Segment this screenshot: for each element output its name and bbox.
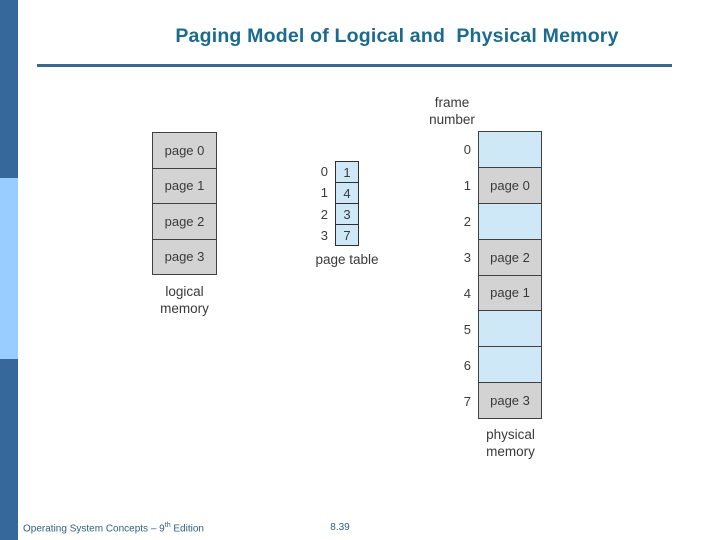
physical-memory-frame [479, 202, 541, 239]
logical-memory-caption-line: logical [165, 284, 204, 299]
physical-memory-frame: page 3 [479, 382, 541, 418]
page-table-indices: 0 1 2 3 [300, 161, 328, 246]
footer-book-prefix: Operating System Concepts – 9 [23, 523, 165, 535]
page-table-index: 3 [320, 227, 328, 243]
frame-index: 4 [463, 285, 471, 301]
frame-index: 6 [463, 357, 471, 373]
frame-number-label-line: frame [434, 95, 470, 110]
slide-title: Paging Model of Logical and Physical Mem… [175, 25, 619, 47]
sidebar-bar-bottom [0, 359, 18, 540]
frame-index: 0 [463, 141, 471, 157]
frame-index: 3 [463, 249, 471, 265]
logical-memory-cell: page 1 [153, 167, 216, 203]
physical-memory-frame [479, 132, 541, 167]
footer-edition-rest: Edition [170, 523, 204, 535]
logical-memory-cell: page 3 [153, 238, 216, 274]
logical-memory-cell: page 0 [153, 133, 216, 168]
sidebar-bar-middle [0, 178, 18, 359]
page-table-entry: 7 [336, 224, 358, 245]
logical-memory-column: page 0 page 1 page 2 page 3 [152, 132, 217, 275]
page-table-entry: 3 [336, 203, 358, 224]
logical-memory-cell: page 2 [153, 203, 216, 239]
frame-number-label: frame number [412, 95, 492, 128]
footer-book-title: Operating System Concepts – 9th Edition [23, 522, 204, 534]
physical-memory-frame [479, 346, 541, 383]
page-table-index: 0 [320, 164, 328, 180]
frame-number-label-line: number [429, 111, 475, 127]
physical-memory-caption-line: memory [486, 443, 535, 459]
page-table-caption: page table [315, 252, 379, 267]
frame-index: 5 [463, 321, 471, 337]
physical-memory-caption-line: physical [486, 427, 535, 442]
physical-memory-frame [479, 310, 541, 347]
logical-memory-caption: logical memory [147, 284, 222, 317]
page-table-entry: 1 [336, 162, 358, 182]
frame-index: 7 [463, 393, 471, 409]
physical-memory-frame: page 1 [479, 274, 541, 311]
logical-memory-caption-line: memory [160, 300, 209, 316]
frame-index: 2 [463, 213, 471, 229]
frame-index: 1 [463, 177, 471, 193]
title-underline [37, 64, 672, 67]
sidebar-bar-top [0, 0, 18, 178]
page-table-entry: 4 [336, 182, 358, 203]
physical-memory-frame: page 0 [479, 166, 541, 203]
footer-page-number: 8.39 [330, 522, 350, 533]
physical-memory-column: page 0 page 2 page 1 page 3 [478, 131, 542, 419]
page-table-column: 1 4 3 7 [335, 161, 359, 246]
footer-edition-superscript: th [164, 522, 171, 529]
page-table-index: 1 [320, 185, 328, 201]
physical-memory-indices: 0 1 2 3 4 5 6 7 [434, 131, 471, 419]
physical-memory-caption: physical memory [473, 427, 548, 460]
page-table-index: 2 [320, 206, 328, 222]
physical-memory-frame: page 2 [479, 238, 541, 275]
